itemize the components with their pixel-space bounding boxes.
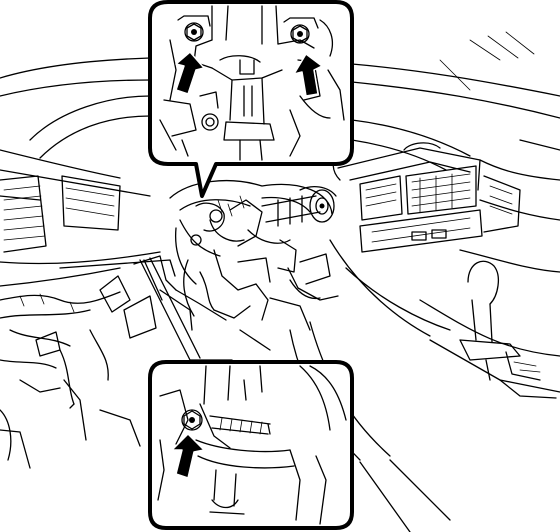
lower-bolt — [181, 409, 203, 431]
upper-left-arrow — [175, 51, 205, 95]
upper-right-arrow — [293, 53, 323, 97]
lower-arrow — [171, 433, 205, 479]
lower-detail-callout — [148, 360, 354, 530]
upper-right-bolt — [283, 17, 319, 44]
dashboard-drawing — [0, 31, 560, 532]
upper-detail-drawing — [159, 5, 345, 161]
lower-detail-drawing — [157, 365, 347, 525]
upper-detail-callout — [148, 0, 354, 198]
upper-left-bolt — [177, 15, 211, 42]
